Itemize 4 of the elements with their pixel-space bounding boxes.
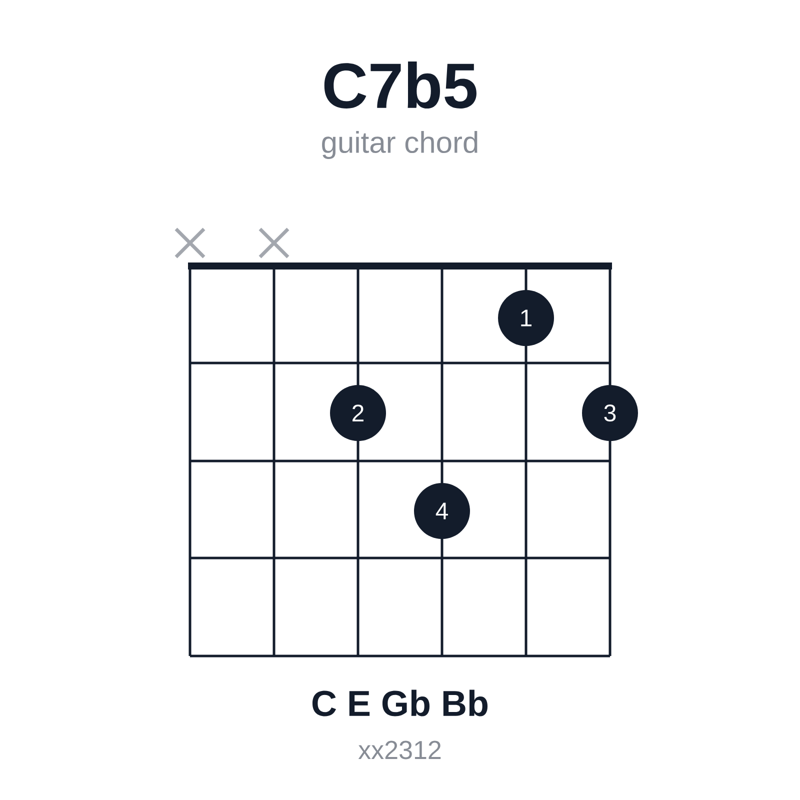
title: C7b5 [324,62,476,108]
chord-notes: C E Gb Bb [312,690,488,716]
subtitle: guitar chord [322,131,478,159]
fingering-code: xx2312 [358,740,441,760]
